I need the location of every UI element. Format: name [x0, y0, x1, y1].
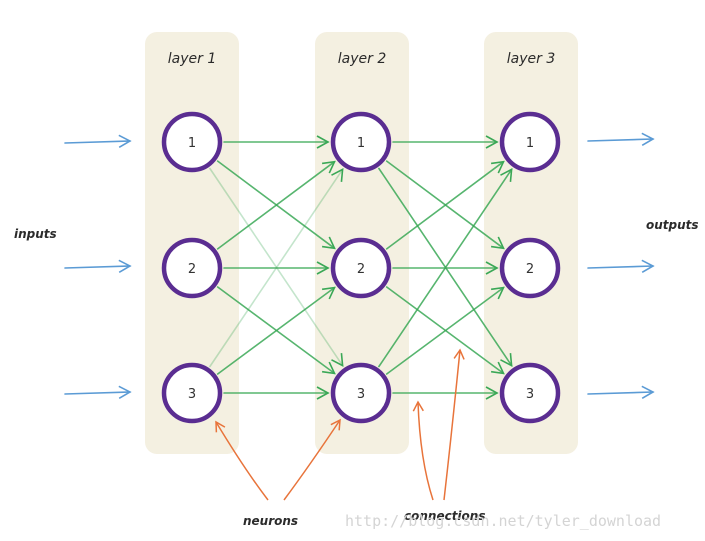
layer-1-neuron-1: 1	[161, 111, 223, 173]
watermark: http://blog.csdn.net/tyler_download	[345, 512, 661, 530]
connection-l1-n3-to-l2-n2	[216, 286, 336, 375]
neuron-label: 3	[188, 387, 196, 402]
layer-2-neuron-1: 1	[330, 111, 392, 173]
layer-2-neuron-3: 3	[330, 362, 392, 424]
connection-l2-n3-to-l3-n1	[378, 168, 513, 368]
input-arrow-1	[64, 134, 132, 149]
connection-l1-n3-to-l2-n1	[209, 168, 344, 368]
outputs-label: outputs	[646, 218, 699, 232]
layer-3-neuron-1: 1	[499, 111, 561, 173]
layer-1-neuron-2: 2	[161, 237, 223, 299]
connection-l1-n2-to-l2-n1	[216, 160, 336, 250]
layer-2-title: layer 2	[338, 51, 387, 67]
layer-1-neuron-3: 3	[161, 362, 223, 424]
neuron-label: 2	[188, 262, 196, 277]
output-arrows	[587, 132, 655, 400]
neuron-label: 1	[526, 136, 534, 151]
connection-l2-n3-to-l3-n2	[385, 286, 505, 375]
input-arrow-2	[64, 259, 132, 274]
layer-2-neuron-2: 2	[330, 237, 392, 299]
neuron-label: 1	[357, 136, 365, 151]
output-arrow-3	[587, 385, 655, 400]
neuron-label: 2	[357, 262, 365, 277]
neuron-label: 3	[526, 387, 534, 402]
input-arrows	[64, 134, 132, 400]
layer-3-neuron-3: 3	[499, 362, 561, 424]
connections-pointer	[412, 348, 465, 501]
output-arrow-1	[587, 132, 655, 147]
neuron-label: 3	[357, 387, 365, 402]
neuron-label: 2	[526, 262, 534, 277]
inputs-label: inputs	[14, 227, 57, 241]
connections-pointer-arrow-2	[443, 348, 465, 501]
connections-label: connections	[404, 509, 485, 523]
layer-3-title: layer 3	[507, 51, 555, 67]
connection-l1-n1-to-l2-n3	[209, 167, 344, 367]
neurons-pointer-arrow-2	[283, 418, 341, 501]
connections-pointer-arrow-1	[412, 400, 434, 501]
neuron-label: 1	[188, 136, 196, 151]
neurons-pointer	[215, 418, 341, 501]
connections-group	[209, 135, 513, 400]
layer-1-title: layer 1	[168, 51, 216, 67]
connection-l2-n2-to-l3-n1	[385, 160, 505, 250]
neurons-label: neurons	[243, 514, 298, 528]
neurons-pointer-arrow-1	[215, 420, 269, 501]
input-arrow-3	[64, 385, 132, 400]
layer-3-neuron-2: 2	[499, 237, 561, 299]
output-arrow-2	[587, 259, 655, 274]
